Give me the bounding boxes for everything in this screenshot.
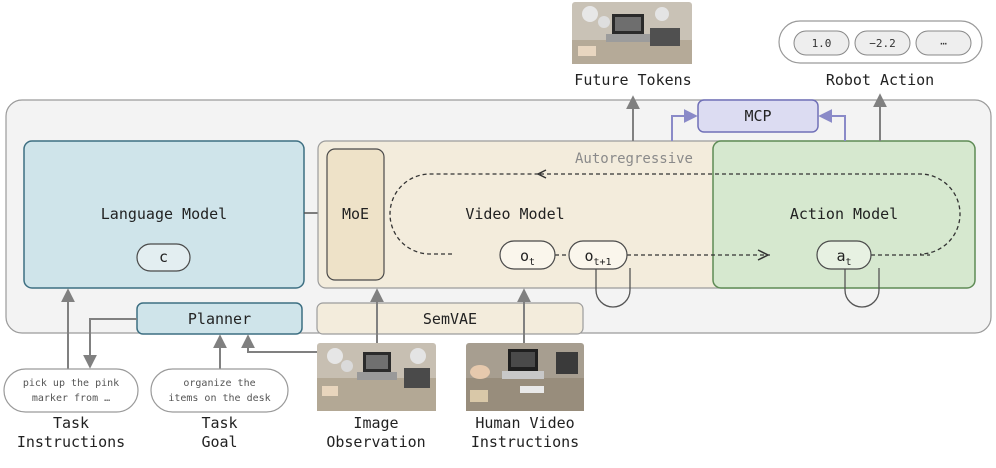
token-o-t-base: o: [520, 247, 529, 265]
task-goal-line-2: items on the desk: [168, 393, 270, 404]
image-observation-label-1: Image: [353, 414, 398, 432]
action-value-chip-3: [915, 30, 972, 56]
autoregressive-arrow-left: [536, 169, 547, 179]
mcp-box: [697, 99, 819, 133]
token-o-t1-sub: t+1: [593, 257, 611, 268]
token-o-t1-base: o: [584, 247, 593, 265]
token-a-t-box: [816, 240, 872, 270]
task-goal-line-1: organize the: [183, 378, 255, 389]
task-instructions-pill: [3, 368, 139, 413]
task-goal-label-1: Task: [201, 414, 237, 432]
ot1-self-loop: [595, 268, 631, 308]
token-o-t-box: [499, 240, 556, 270]
token-a-t-base: a: [836, 247, 845, 265]
action-value-3: ⋯: [940, 37, 947, 50]
token-a-t: at: [836, 247, 851, 268]
task-goal-pill: [150, 368, 289, 413]
token-o-t: ot: [520, 247, 535, 268]
action-value-chip-2: [854, 30, 911, 56]
token-flow-arrow: [757, 249, 770, 261]
action-value-1: 1.0: [812, 37, 832, 50]
token-o-t1-box: [568, 240, 628, 270]
language-token-box: [136, 243, 191, 272]
action-value-2: −2.2: [869, 37, 896, 50]
human-video-label-2: Instructions: [471, 433, 579, 451]
future-tokens-image: [572, 2, 692, 64]
image-observation-image: [317, 343, 436, 411]
task-goal-label-2: Goal: [201, 433, 237, 451]
task-instructions-label-2: Instructions: [17, 433, 125, 451]
image-observation-label-2: Observation: [326, 433, 425, 451]
task-instructions-label-1: Task: [53, 414, 89, 432]
video-model-label: Video Model: [465, 205, 564, 223]
language-model-label: Language Model: [101, 205, 227, 223]
human-video-image: [466, 343, 584, 411]
mcp-arrows: [671, 109, 846, 141]
at-self-loop: [844, 268, 880, 308]
autoregressive-label: Autoregressive: [575, 151, 693, 167]
action-value-chip-1: [793, 30, 850, 56]
semvae-box: [316, 302, 584, 335]
action-model-label: Action Model: [790, 205, 898, 223]
language-token: c: [159, 248, 168, 266]
human-video-label-1: Human Video: [475, 414, 574, 432]
moe-box: [326, 148, 385, 281]
token-a-t-sub: t: [846, 257, 852, 268]
planner-label: Planner: [188, 310, 251, 328]
task-instruction-line-2: marker from …: [32, 393, 110, 404]
token-o-t-sub: t: [529, 257, 535, 268]
flow-arrows: [61, 93, 887, 372]
language-model-box: [23, 140, 305, 289]
autoregressive-loop: [389, 173, 961, 255]
moe-label: MoE: [342, 205, 369, 223]
token-o-t1: ot+1: [584, 247, 611, 268]
task-instruction-line-1: pick up the pink: [23, 378, 119, 389]
future-tokens-label: Future Tokens: [574, 71, 691, 89]
robot-action-label: Robot Action: [826, 71, 934, 89]
mcp-label: MCP: [744, 107, 771, 125]
semvae-label: SemVAE: [423, 310, 477, 328]
